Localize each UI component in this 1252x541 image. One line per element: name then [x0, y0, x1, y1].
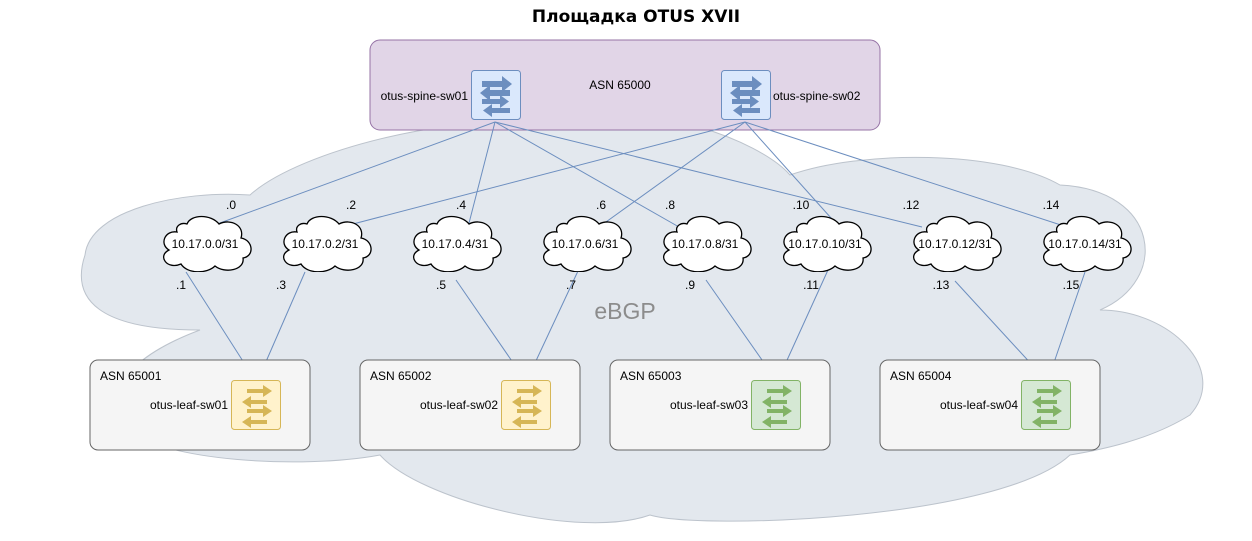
subnet-label: 10.17.0.10/31: [788, 237, 862, 251]
subnet-3-lower-addr: .7: [566, 278, 576, 292]
subnet-7[interactable]: 10.17.0.14/31: [1042, 215, 1132, 272]
spine-sw01-label: otus-spine-sw01: [381, 89, 469, 103]
subnet-7-lower-addr: .15: [1063, 278, 1080, 292]
leaf-3-asn-label: ASN 65003: [620, 369, 682, 383]
leaf-1-box: ASN 65001 otus-leaf-sw01: [89, 359, 311, 451]
leaf-3-name-label: otus-leaf-sw03: [670, 398, 748, 412]
subnet-0-lower-addr: .1: [176, 278, 186, 292]
subnet-label: 10.17.0.4/31: [422, 237, 489, 251]
leaf-2-switch-icon[interactable]: [501, 380, 551, 430]
spine-links: [208, 121, 1071, 229]
subnet-label: 10.17.0.2/31: [292, 237, 359, 251]
subnet-1[interactable]: 10.17.0.2/31: [282, 215, 372, 272]
spine-asn-label: ASN 65000: [589, 78, 651, 92]
subnet-6-upper-addr: .12: [903, 198, 920, 212]
leaf-1-switch-icon[interactable]: [231, 380, 281, 430]
spine-sw01-switch-icon[interactable]: [471, 70, 521, 120]
subnet-6-lower-addr: .13: [933, 278, 950, 292]
subnet-label: 10.17.0.12/31: [918, 237, 992, 251]
leaf-2-box: ASN 65002 otus-leaf-sw02: [359, 359, 581, 451]
subnet-1-lower-addr: .3: [276, 278, 286, 292]
leaf-3-box: ASN 65003 otus-leaf-sw03: [609, 359, 831, 451]
subnet-label: 10.17.0.0/31: [172, 237, 239, 251]
subnet-2[interactable]: 10.17.0.4/31: [412, 215, 502, 272]
subnet-6[interactable]: 10.17.0.12/31: [912, 215, 1002, 272]
subnet-2-lower-addr: .5: [436, 278, 446, 292]
subnet-4[interactable]: 10.17.0.8/31: [662, 215, 752, 272]
subnet-label: 10.17.0.6/31: [552, 237, 619, 251]
subnet-0-upper-addr: .0: [226, 198, 236, 212]
subnet-2-upper-addr: .4: [456, 198, 466, 212]
leaf-4-box: ASN 65004 otus-leaf-sw04: [879, 359, 1101, 451]
leaf-1-asn-label: ASN 65001: [100, 369, 162, 383]
subnet-1-upper-addr: .2: [346, 198, 356, 212]
leaf-4-name-label: otus-leaf-sw04: [940, 398, 1018, 412]
leaf-1-name-label: otus-leaf-sw01: [150, 398, 228, 412]
leaf-4-asn-label: ASN 65004: [890, 369, 952, 383]
spine-sw02-switch-icon[interactable]: [721, 70, 771, 120]
subnet-0[interactable]: 10.17.0.0/31: [162, 215, 252, 272]
spine-sw02-label: otus-spine-sw02: [773, 89, 861, 103]
subnet-4-lower-addr: .9: [685, 278, 695, 292]
subnet-4-upper-addr: .8: [665, 198, 675, 212]
leaf-2-asn-label: ASN 65002: [370, 369, 432, 383]
leaf-3-switch-icon[interactable]: [751, 380, 801, 430]
subnet-7-upper-addr: .14: [1043, 198, 1060, 212]
leaf-2-name-label: otus-leaf-sw02: [420, 398, 498, 412]
subnet-3-upper-addr: .6: [596, 198, 606, 212]
subnet-5[interactable]: 10.17.0.10/31: [782, 215, 872, 272]
subnet-5-upper-addr: .10: [793, 198, 810, 212]
leaf-4-switch-icon[interactable]: [1021, 380, 1071, 430]
ebgp-label: eBGP: [594, 298, 655, 324]
subnet-label: 10.17.0.8/31: [672, 237, 739, 251]
subnet-5-lower-addr: .11: [803, 278, 819, 292]
subnet-3[interactable]: 10.17.0.6/31: [542, 215, 632, 272]
diagram-title: Площадка OTUS XVII: [532, 7, 740, 27]
subnet-label: 10.17.0.14/31: [1048, 237, 1122, 251]
